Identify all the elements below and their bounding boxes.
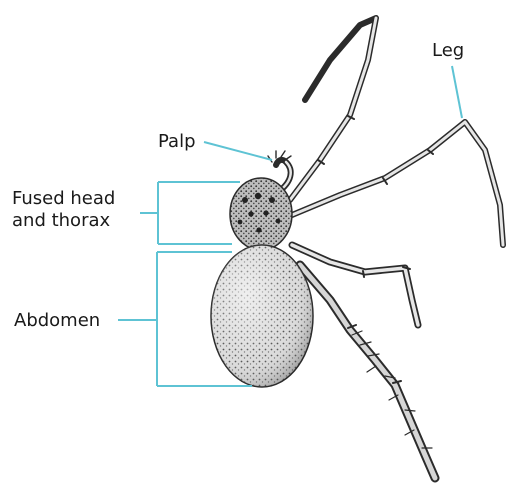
leg-2 [292, 122, 503, 245]
cephalothorax [230, 178, 292, 250]
leg-leader [452, 66, 462, 118]
label-fused-line2: and thorax [12, 210, 115, 232]
fused-bracket [140, 182, 240, 244]
abdomen [211, 245, 313, 387]
label-palp: Palp [158, 131, 196, 153]
label-leg: Leg [432, 40, 464, 62]
spider-legs [290, 18, 503, 478]
label-abdomen: Abdomen [14, 310, 100, 332]
palp-leader [204, 142, 272, 160]
label-fused-head-thorax: Fused head and thorax [12, 188, 115, 232]
leg-1 [290, 18, 376, 200]
label-fused-line1: Fused head [12, 188, 115, 210]
